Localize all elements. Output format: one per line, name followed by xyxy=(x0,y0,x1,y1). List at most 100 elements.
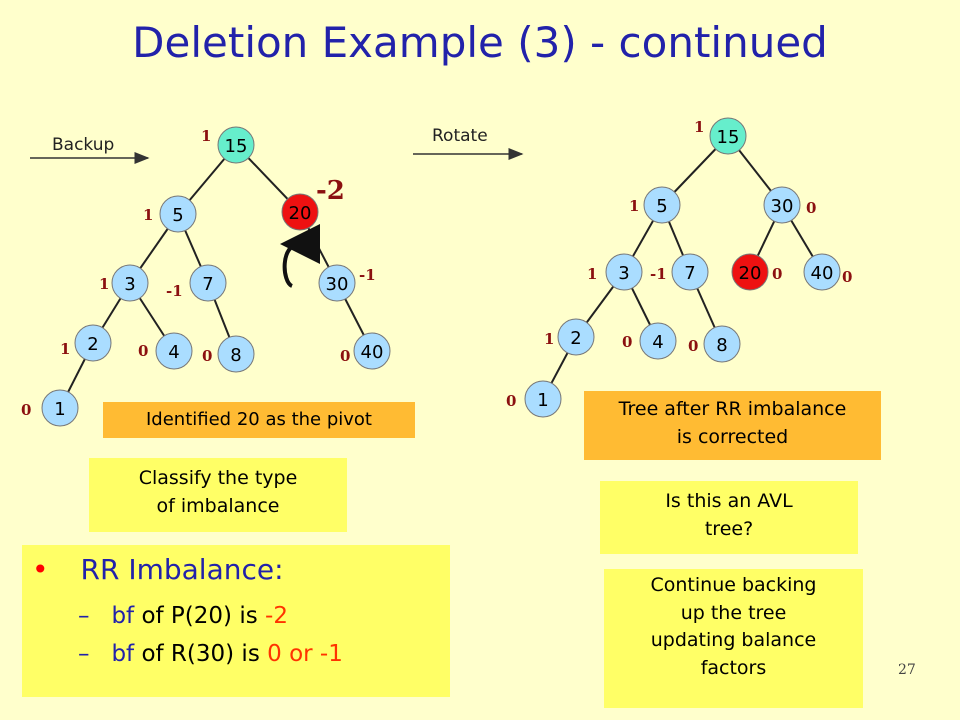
left-bf-20: -2 xyxy=(316,176,345,206)
rr-imbalance-panel: • RR Imbalance: – bf of P(20) is -2 – bf … xyxy=(22,545,450,697)
svg-text:30: 30 xyxy=(326,274,349,295)
svg-text:1: 1 xyxy=(54,399,65,420)
rr-bullet-line-2: – bf of R(30) is 0 or -1 xyxy=(78,641,343,667)
line1-value: -2 xyxy=(265,603,288,629)
left-bf-4: 0 xyxy=(138,342,148,360)
right-bf-30: 0 xyxy=(806,199,816,217)
rotate-label: Rotate xyxy=(432,126,488,146)
left-tree-node-7: 7 xyxy=(189,264,227,302)
left-bf-15: 1 xyxy=(201,127,211,145)
rr-imbalance-heading: • RR Imbalance: xyxy=(32,553,284,586)
left-bf-5: 1 xyxy=(143,206,153,224)
tree-after-note: Tree after RR imbalance is corrected xyxy=(584,391,881,460)
continue-note: Continue backing up the tree updating ba… xyxy=(604,569,863,708)
classify-line-2: of imbalance xyxy=(156,494,280,517)
left-bf-3: 1 xyxy=(99,275,109,293)
bf-label-2: bf xyxy=(111,641,135,667)
left-bf-40: 0 xyxy=(340,347,350,365)
right-bf-15: 1 xyxy=(694,118,704,136)
svg-text:7: 7 xyxy=(684,263,695,284)
left-tree-node-2: 2 xyxy=(74,324,112,362)
right-tree-node-1: 1 xyxy=(524,380,562,418)
continue-line-4: factors xyxy=(700,656,767,679)
page-number: 27 xyxy=(898,662,916,678)
right-tree-node-7: 7 xyxy=(671,253,709,291)
svg-text:40: 40 xyxy=(811,263,834,284)
svg-text:2: 2 xyxy=(570,328,581,349)
svg-text:4: 4 xyxy=(652,332,663,353)
dash-icon: – xyxy=(78,603,90,629)
avl-question-line-1: Is this an AVL xyxy=(665,490,793,512)
svg-text:3: 3 xyxy=(124,274,135,295)
svg-text:7: 7 xyxy=(202,274,213,295)
left-tree-node-4: 4 xyxy=(155,332,193,370)
svg-text:2: 2 xyxy=(87,334,98,355)
svg-text:30: 30 xyxy=(771,196,794,217)
svg-text:3: 3 xyxy=(618,263,629,284)
right-tree-node-5: 5 xyxy=(643,186,681,224)
right-tree-node-3: 3 xyxy=(605,253,643,291)
right-tree-node-40: 40 xyxy=(803,253,841,291)
classify-line-1: Classify the type xyxy=(138,467,298,489)
slide-title: Deletion Example (3) - continued xyxy=(132,18,828,67)
right-bf-1: 0 xyxy=(506,392,516,410)
left-bf-30: -1 xyxy=(359,266,376,284)
svg-text:15: 15 xyxy=(717,127,740,148)
backup-arrow: Backup xyxy=(30,135,150,164)
avl-question-line-2: tree? xyxy=(704,517,754,540)
continue-line-2: up the tree xyxy=(680,601,787,624)
right-tree-node-20: 20 xyxy=(731,253,769,291)
svg-text:20: 20 xyxy=(289,203,312,224)
right-bf-7: -1 xyxy=(650,265,667,283)
right-bf-3: 1 xyxy=(587,265,597,283)
left-tree-node-1: 1 xyxy=(41,389,79,427)
tree-after-line-2: is corrected xyxy=(676,425,789,448)
left-tree-node-5: 5 xyxy=(159,195,197,233)
left-bf-7: -1 xyxy=(166,282,183,300)
continue-line-1: Continue backing xyxy=(650,574,817,596)
right-bf-20: 0 xyxy=(772,265,782,283)
left-tree-node-8: 8 xyxy=(217,335,255,373)
rr-bullet-line-1: – bf of P(20) is -2 xyxy=(78,603,288,629)
continue-line-3: updating balance xyxy=(650,629,817,652)
right-bf-2: 1 xyxy=(544,330,554,348)
tree-after-line-1: Tree after RR imbalance xyxy=(618,398,847,420)
classify-note: Classify the type of imbalance xyxy=(89,458,347,532)
rotation-curl-icon xyxy=(280,223,321,288)
rr-imbalance-text: RR Imbalance: xyxy=(80,553,284,586)
line1-text: of P(20) is xyxy=(134,603,266,629)
right-tree-node-30: 30 xyxy=(763,186,801,224)
right-bf-5: 1 xyxy=(629,197,639,215)
line2-text: of R(30) is xyxy=(134,641,268,667)
pivot-note: Identified 20 as the pivot xyxy=(103,402,415,438)
dash-icon: – xyxy=(78,641,90,667)
rotate-arrow: Rotate xyxy=(413,126,524,160)
bullet-dot-icon: • xyxy=(32,553,49,586)
pivot-note-text: Identified 20 as the pivot xyxy=(145,409,372,430)
right-tree-node-15: 15 xyxy=(709,117,747,155)
svg-text:40: 40 xyxy=(361,342,384,363)
svg-text:15: 15 xyxy=(225,136,248,157)
line2-value: 0 or -1 xyxy=(267,641,343,667)
right-bf-8: 0 xyxy=(688,337,698,355)
svg-text:5: 5 xyxy=(656,196,667,217)
left-tree-node-3: 3 xyxy=(111,264,149,302)
left-bf-2: 1 xyxy=(60,340,70,358)
right-tree-node-4: 4 xyxy=(639,322,677,360)
svg-text:4: 4 xyxy=(168,342,179,363)
left-tree-node-40: 40 xyxy=(353,332,391,370)
left-bf-8: 0 xyxy=(202,347,212,365)
left-bf-1: 0 xyxy=(21,401,31,419)
left-tree-node-15: 15 xyxy=(217,126,255,164)
backup-label: Backup xyxy=(52,135,114,155)
svg-text:1: 1 xyxy=(537,390,548,411)
svg-text:20: 20 xyxy=(739,263,762,284)
avl-question-note: Is this an AVL tree? xyxy=(600,481,858,554)
svg-text:5: 5 xyxy=(172,205,183,226)
right-bf-4: 0 xyxy=(622,333,632,351)
left-tree-node-30: 30 xyxy=(318,264,356,302)
left-tree-node-20-pivot: 20 xyxy=(281,193,319,231)
right-tree-node-2: 2 xyxy=(557,318,595,356)
